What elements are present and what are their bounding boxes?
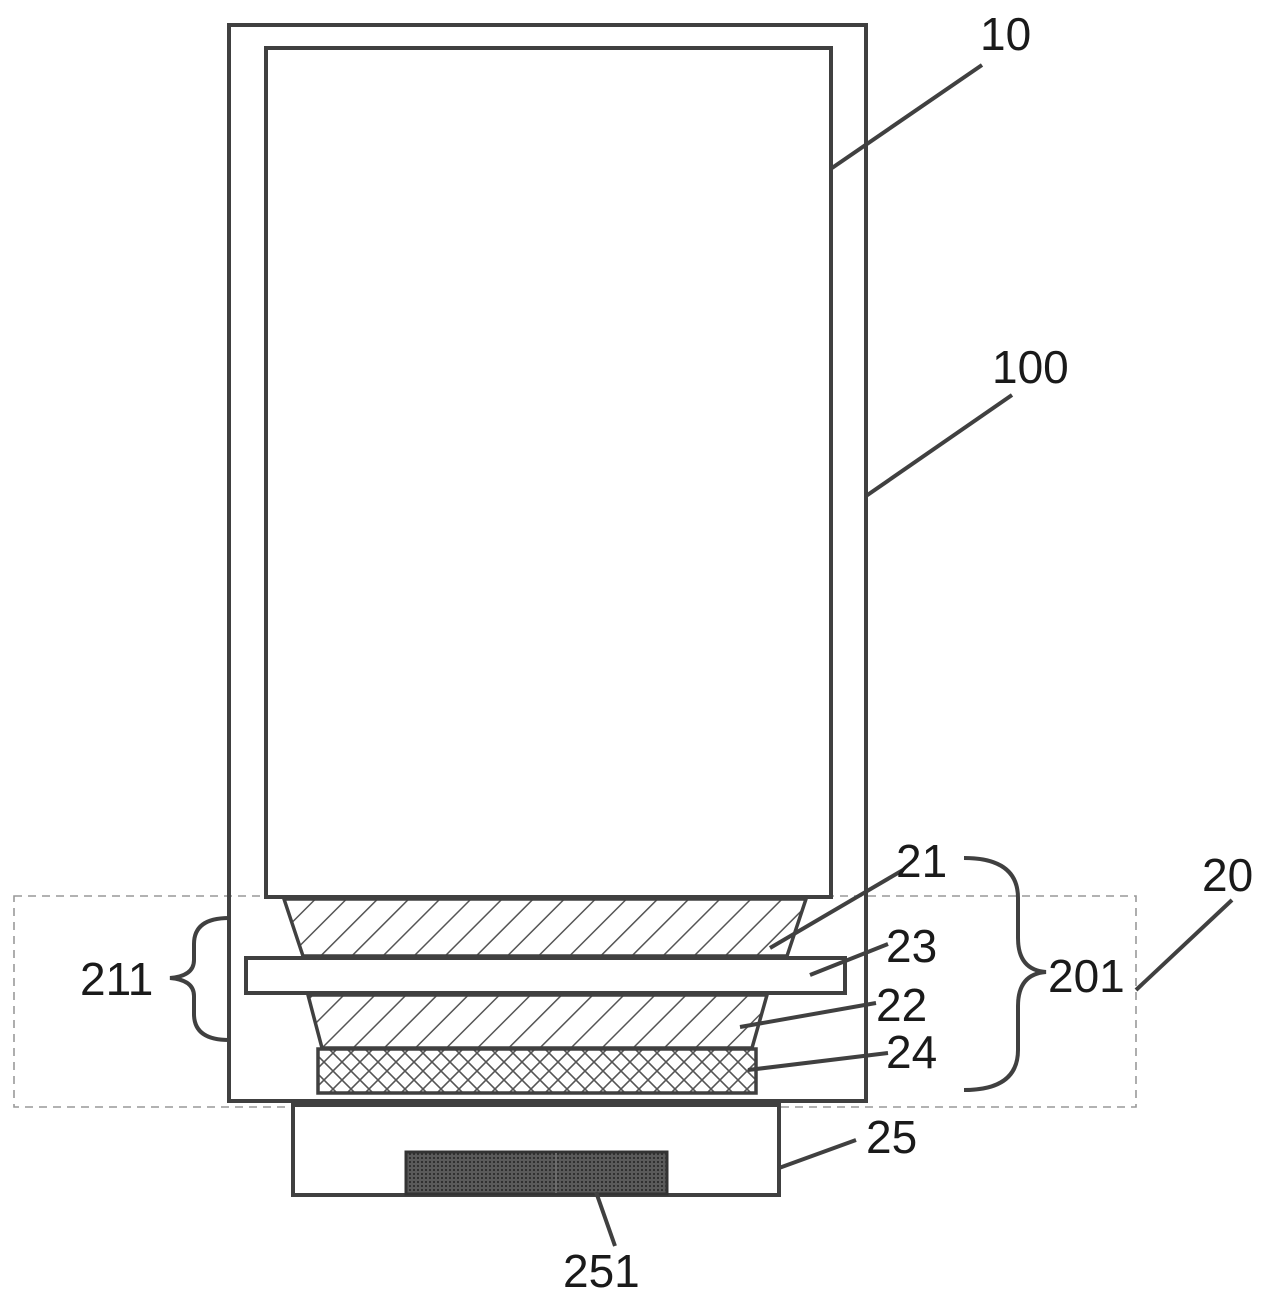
label-251: 251 xyxy=(563,1245,640,1297)
label-20: 20 xyxy=(1202,849,1253,901)
inner-panel-10 xyxy=(264,46,833,899)
leader-24 xyxy=(747,1051,889,1072)
layer-21-hatched xyxy=(281,897,809,958)
leader-22 xyxy=(739,1001,877,1029)
label-23: 23 xyxy=(886,920,937,972)
leader-21 xyxy=(768,868,905,950)
label-22: 22 xyxy=(876,979,927,1031)
label-211: 211 xyxy=(80,953,153,1005)
label-24: 24 xyxy=(886,1026,937,1078)
leader-23 xyxy=(809,942,889,977)
leader-10 xyxy=(830,63,984,170)
layer-24-crosshatched xyxy=(316,1047,758,1095)
label-10: 10 xyxy=(980,8,1031,60)
label-25: 25 xyxy=(866,1111,917,1163)
label-100: 100 xyxy=(992,341,1069,393)
label-21: 21 xyxy=(896,835,947,887)
chip-251 xyxy=(404,1150,669,1196)
leader-251 xyxy=(594,1191,617,1247)
layer-22-hatched xyxy=(305,993,770,1050)
leader-100 xyxy=(864,393,1014,498)
label-201: 201 xyxy=(1048,950,1125,1002)
layer-23-bar xyxy=(244,956,847,995)
leader-20 xyxy=(1134,898,1234,992)
leader-25 xyxy=(778,1138,857,1170)
outer-housing-100 xyxy=(227,23,868,1103)
brace-211 xyxy=(169,916,230,1042)
brace-201 xyxy=(963,856,1047,1092)
